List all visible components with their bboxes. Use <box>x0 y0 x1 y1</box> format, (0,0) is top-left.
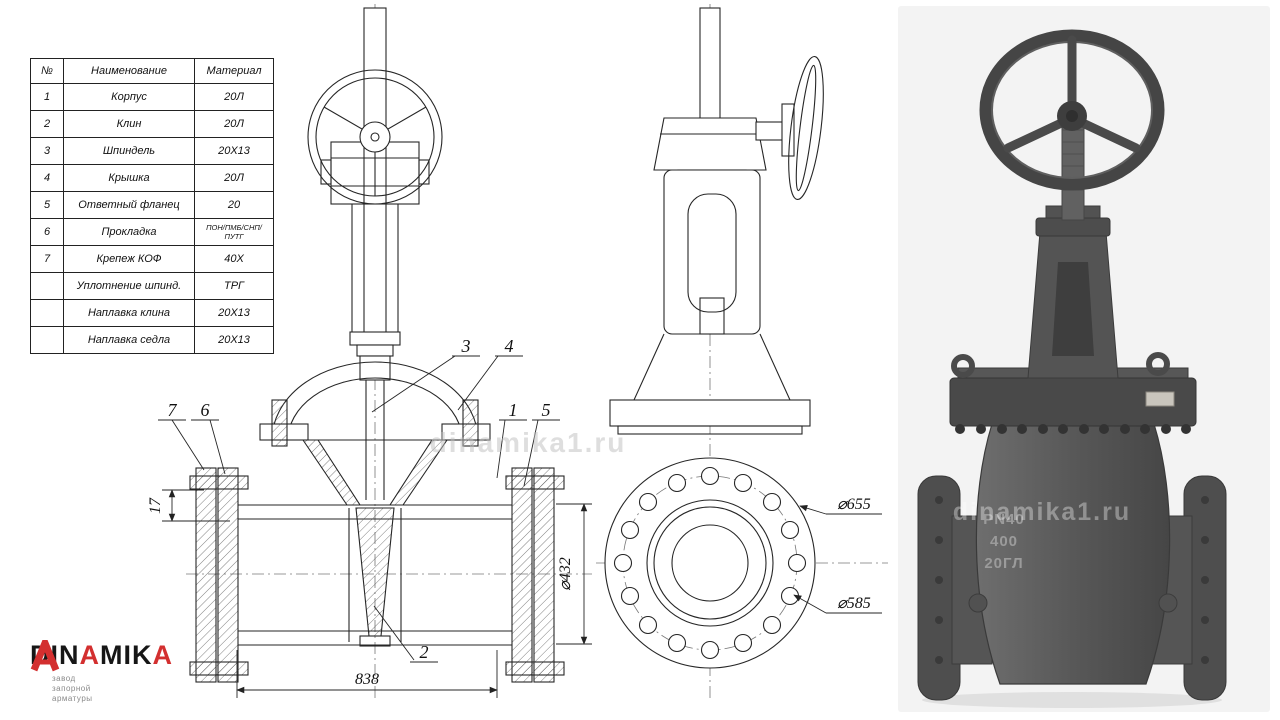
cell-num: 1 <box>30 83 64 111</box>
watermark-text-photo: dinamika1.ru <box>953 498 1131 526</box>
bonnet-front <box>259 361 491 447</box>
cell-material: 20Л <box>194 83 274 111</box>
cell-material: ПОН/ПМБ/СНП/ПУТГ <box>194 218 274 246</box>
dimension-838-label: 838 <box>355 671 379 688</box>
dimension-655: ⌀655 <box>799 496 882 515</box>
handwheel-front <box>307 69 443 205</box>
cell-num: 2 <box>30 110 64 138</box>
side-view-drawing: ⌀655 ⌀585 <box>596 4 888 702</box>
cast-marking-dn: 400 <box>990 533 1018 550</box>
dimension-17-label: 17 <box>147 497 164 514</box>
cell-material: 20Л <box>194 164 274 192</box>
logo-subtitle-block: завод запорной арматуры <box>30 640 220 704</box>
logo-subtitle-line: арматуры <box>52 694 93 703</box>
cell-name: Крышка <box>63 164 195 192</box>
callout-4: 4 <box>505 336 514 356</box>
cell-material: 20Л <box>194 110 274 138</box>
parts-table: № Наименование Материал 1 Корпус 20Л 2 К… <box>30 58 274 354</box>
cast-marking-material: 20ГЛ <box>984 555 1023 572</box>
cell-name: Шпиндель <box>63 137 195 165</box>
cast-marking-pn: PN40 <box>983 511 1025 528</box>
cell-num <box>30 272 64 300</box>
front-view-drawing: 17 838 ⌀432 3 4 1 5 7 6 <box>147 4 627 702</box>
valve-body-front <box>189 467 565 683</box>
cell-material: ТРГ <box>194 272 274 300</box>
table-row: 6 Прокладка ПОН/ПМБ/СНП/ПУТГ <box>30 218 274 246</box>
cell-num <box>30 299 64 327</box>
cell-material: 20Х13 <box>194 137 274 165</box>
table-row: Уплотнение шпинд. ТРГ <box>30 272 274 300</box>
logo-subtitle: завод запорной арматуры <box>52 674 93 704</box>
lifting-eye-left <box>951 354 975 378</box>
callout-5: 5 <box>542 400 551 420</box>
handwheel-side <box>755 55 824 201</box>
cell-material: 20Х13 <box>194 299 274 327</box>
callouts-front: 3 4 1 5 7 6 2 <box>158 336 560 663</box>
valve-body-photo <box>975 423 1171 685</box>
dimension-585-label: ⌀585 <box>837 595 871 612</box>
cell-material: 20 <box>194 191 274 219</box>
nameplate-tag <box>1145 391 1175 407</box>
dimension-17: 17 <box>147 489 230 522</box>
logo-part: MIK <box>100 640 153 670</box>
cell-material: 40Х <box>194 245 274 273</box>
table-row: Наплавка клина 20Х13 <box>30 299 274 327</box>
table-row: 1 Корпус 20Л <box>30 83 274 111</box>
stem-side <box>699 7 721 121</box>
cell-num: 7 <box>30 245 64 273</box>
logo-part-a: A <box>152 640 173 670</box>
dimension-655-label: ⌀655 <box>837 496 871 513</box>
table-row: 7 Крепеж КОФ 40Х <box>30 245 274 273</box>
cell-name: Корпус <box>63 83 195 111</box>
callout-7: 7 <box>168 400 178 420</box>
cell-num: 4 <box>30 164 64 192</box>
logo-part-a: A <box>79 640 100 670</box>
cell-name: Наплавка седла <box>63 326 195 354</box>
table-row: Наплавка седла 20Х13 <box>30 326 274 354</box>
cell-name: Уплотнение шпинд. <box>63 272 195 300</box>
cell-num <box>30 326 64 354</box>
parts-table-header: № Наименование Материал <box>30 58 274 84</box>
dimension-838: 838 <box>236 650 498 698</box>
dimension-432-label: ⌀432 <box>557 557 574 591</box>
company-logo: DINAMIKA завод запорной арматуры <box>30 640 220 704</box>
header-material: Материал <box>194 58 274 84</box>
cell-name: Крепеж КОФ <box>63 245 195 273</box>
dimension-585: ⌀585 <box>793 594 882 614</box>
stem-photo <box>1061 119 1085 221</box>
callout-2: 2 <box>420 642 429 662</box>
table-row: 3 Шпиндель 20Х13 <box>30 137 274 165</box>
cell-material: 20Х13 <box>194 326 274 354</box>
logo-subtitle-line: завод <box>52 674 76 683</box>
bonnet-flange-side <box>609 399 811 427</box>
callout-6: 6 <box>201 400 210 420</box>
table-row: 2 Клин 20Л <box>30 110 274 138</box>
cell-name: Ответный фланец <box>63 191 195 219</box>
cell-name: Прокладка <box>63 218 195 246</box>
watermark-text: dinamika1.ru <box>430 427 627 458</box>
callout-1: 1 <box>509 400 518 420</box>
header-num: № <box>30 58 64 84</box>
logo-mark-icon <box>30 640 60 672</box>
table-row: 4 Крышка 20Л <box>30 164 274 192</box>
cell-num: 5 <box>30 191 64 219</box>
end-flange-side <box>604 457 816 669</box>
cell-num: 3 <box>30 137 64 165</box>
table-row: 5 Ответный фланец 20 <box>30 191 274 219</box>
cell-name: Наплавка клина <box>63 299 195 327</box>
logo-subtitle-line: запорной <box>52 684 91 693</box>
wedge-front <box>348 507 402 647</box>
handwheel-photo <box>979 29 1165 191</box>
cell-name: Клин <box>63 110 195 138</box>
cell-num: 6 <box>30 218 64 246</box>
callout-3: 3 <box>461 336 471 356</box>
lifting-eye-right <box>1146 352 1170 376</box>
header-name: Наименование <box>63 58 195 84</box>
dimension-432: ⌀432 <box>556 503 592 645</box>
valve-photo: PN40 400 20ГЛ dinamika1.ru <box>898 6 1270 712</box>
